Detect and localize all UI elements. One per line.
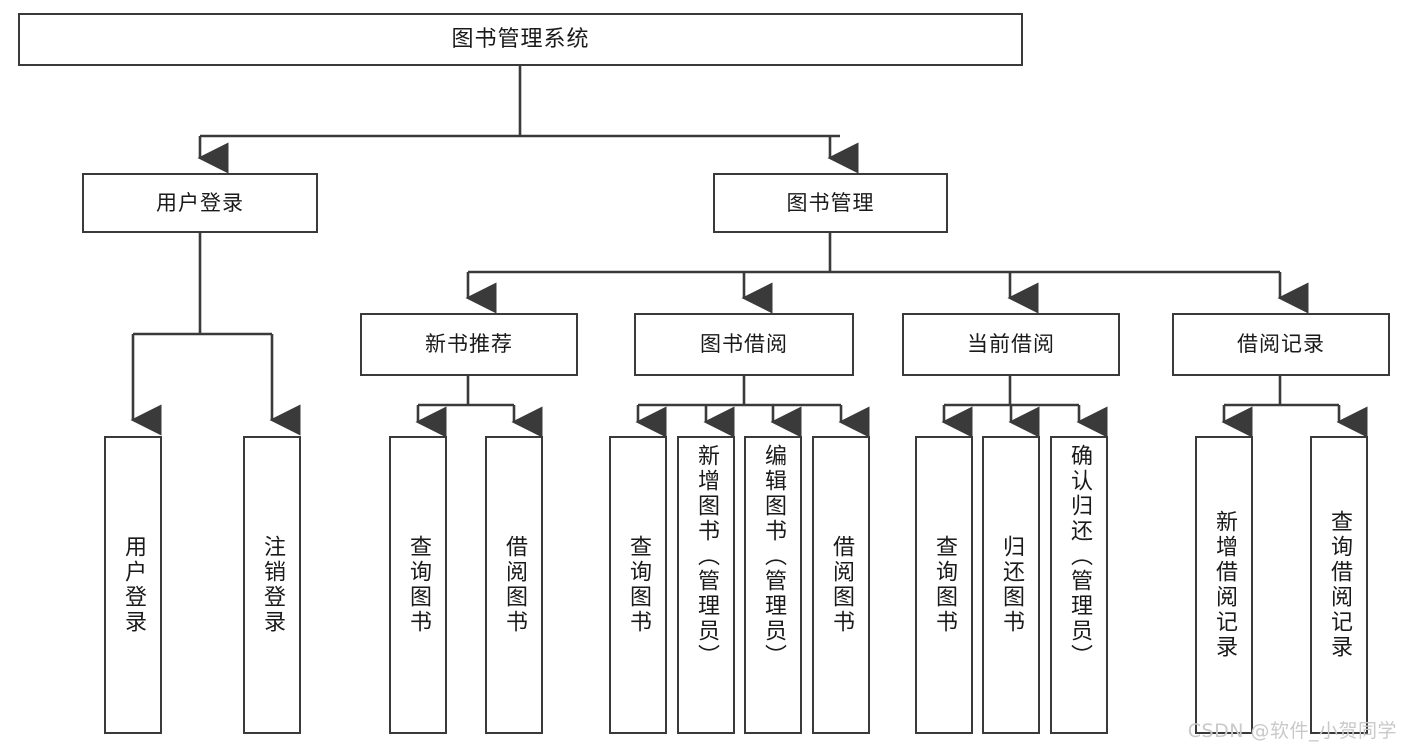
node-label: 图书借阅: [700, 332, 788, 357]
node-label: 借阅记录: [1237, 332, 1325, 357]
node-user-login[interactable]: 用户登录: [82, 173, 318, 233]
node-label: 编辑图书（管理员）: [761, 444, 786, 669]
leaf-return-book[interactable]: 归还图书: [982, 436, 1040, 734]
node-label: 用户登录: [156, 190, 244, 215]
node-label: 图书管理系统: [451, 26, 590, 52]
node-new-book-recommendation[interactable]: 新书推荐: [360, 313, 578, 376]
node-label: 查询图书: [406, 535, 431, 635]
node-label: 当前借阅: [967, 332, 1055, 357]
leaf-query-borrowing-record[interactable]: 查询借阅记录: [1310, 436, 1368, 734]
node-label: 归还图书: [999, 535, 1024, 635]
leaf-query-book-recommendation[interactable]: 查询图书: [389, 436, 447, 734]
leaf-add-borrowing-record[interactable]: 新增借阅记录: [1195, 436, 1253, 734]
leaf-borrow-book-recommendation[interactable]: 借阅图书: [485, 436, 543, 734]
node-book-borrowing[interactable]: 图书借阅: [634, 313, 854, 376]
leaf-confirm-return-admin[interactable]: 确认归还（管理员）: [1050, 436, 1108, 734]
node-current-borrowing[interactable]: 当前借阅: [902, 313, 1120, 376]
node-label: 查询图书: [626, 535, 651, 635]
node-label: 新增借阅记录: [1212, 510, 1237, 660]
node-label: 确认归还（管理员）: [1067, 444, 1092, 669]
node-borrowing-records[interactable]: 借阅记录: [1172, 313, 1390, 376]
node-label: 图书管理: [786, 190, 875, 215]
leaf-borrow-book-borrowing[interactable]: 借阅图书: [812, 436, 870, 734]
node-book-management[interactable]: 图书管理: [713, 173, 948, 233]
leaf-query-book-current[interactable]: 查询图书: [915, 436, 973, 734]
node-label: 借阅图书: [502, 535, 527, 635]
node-root-book-management-system[interactable]: 图书管理系统: [18, 13, 1023, 66]
node-label: 新增图书（管理员）: [694, 444, 719, 669]
leaf-edit-book-admin[interactable]: 编辑图书（管理员）: [744, 436, 802, 734]
node-label: 查询图书: [932, 535, 957, 635]
leaf-add-book-admin[interactable]: 新增图书（管理员）: [677, 436, 735, 734]
node-label: 查询借阅记录: [1327, 510, 1352, 660]
node-label: 用户登录: [121, 535, 146, 635]
leaf-user-login[interactable]: 用户登录: [104, 436, 162, 734]
leaf-query-book-borrowing[interactable]: 查询图书: [609, 436, 667, 734]
node-label: 新书推荐: [425, 332, 513, 357]
node-label: 注销登录: [260, 535, 285, 635]
node-label: 借阅图书: [829, 535, 854, 635]
leaf-logout[interactable]: 注销登录: [243, 436, 301, 734]
